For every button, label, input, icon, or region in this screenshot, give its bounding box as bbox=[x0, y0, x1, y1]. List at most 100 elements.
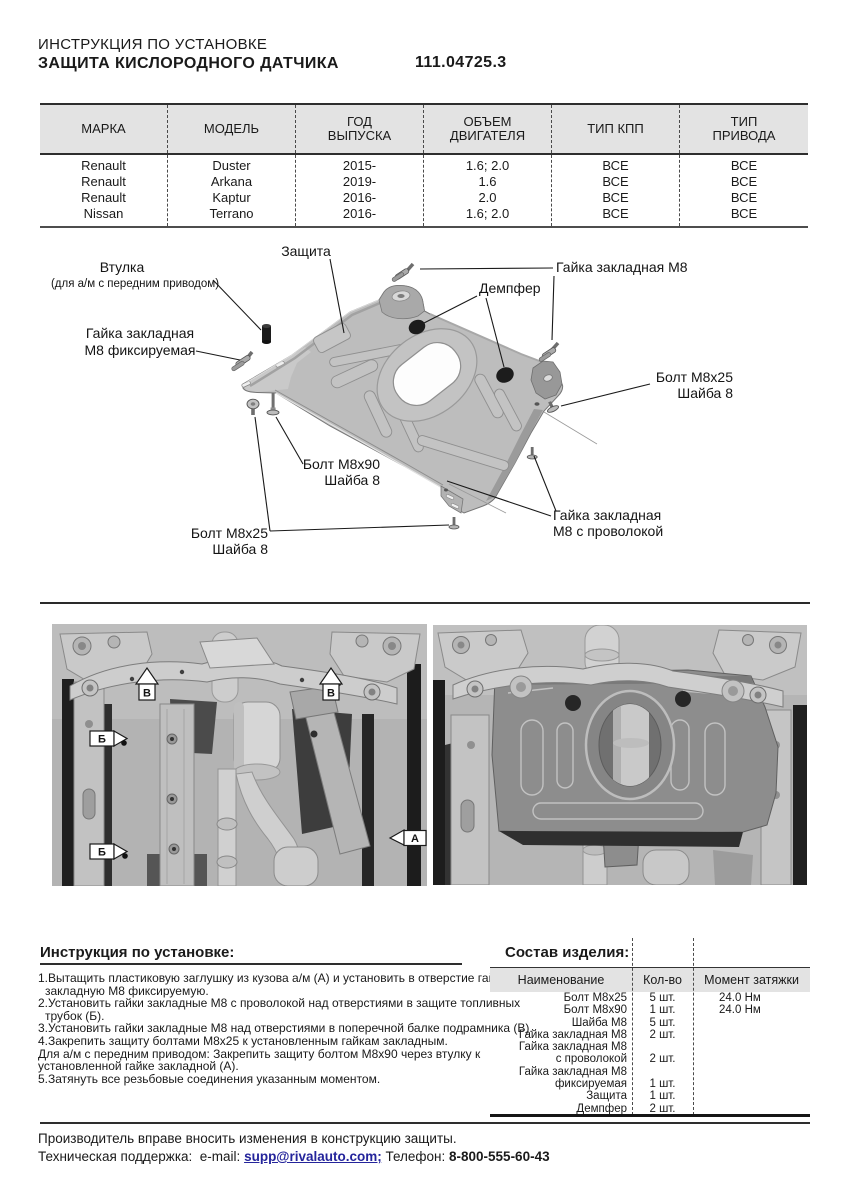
cell-year: 2019- bbox=[342, 174, 377, 189]
cell-drive: ВСЕ bbox=[730, 158, 758, 173]
marker-v1: В bbox=[143, 688, 151, 700]
parts-row: Шайба М8 5 шт. bbox=[571, 1016, 676, 1029]
cell-brand: Renault bbox=[81, 190, 126, 205]
cell-brand: Renault bbox=[81, 174, 126, 189]
marker-arrows bbox=[89, 666, 427, 861]
label-bolt-m8x25-r-2: Шайба 8 bbox=[677, 385, 733, 401]
instruction-line: установленной гайке закладной (А). bbox=[38, 1059, 239, 1074]
label-vtulka: Втулка bbox=[100, 259, 145, 275]
instruction-line: 1.Вытащить пластиковую заглушку из кузов… bbox=[38, 971, 507, 985]
cell-kpp: ВСЕ bbox=[602, 158, 629, 173]
bolt-m8x25-right bbox=[547, 401, 559, 413]
cell-model: Kaptur bbox=[212, 190, 251, 205]
cell-kpp: ВСЕ bbox=[602, 206, 629, 221]
cell-drive: ВСЕ bbox=[730, 190, 758, 205]
parts-row: Гайка закладная М8 2 шт. bbox=[518, 1028, 676, 1041]
parts-table: Болт М8х25 5 шт. 24.0 Нм Болт М8х90 1 шт… bbox=[490, 992, 810, 1115]
support-email-link[interactable]: supp@rivalauto.com; bbox=[244, 1149, 382, 1164]
label-bolt-m8x90-2: Шайба 8 bbox=[324, 472, 380, 488]
parts-title: Состав изделия: bbox=[505, 944, 630, 961]
parts-divider-1 bbox=[632, 938, 633, 1115]
support-phone: 8-800-555-60-43 bbox=[449, 1149, 550, 1164]
cell-brand: Renault bbox=[81, 158, 126, 173]
cell-model: Arkana bbox=[210, 174, 253, 189]
exploded-diagram: Защита Втулка (для а/м с передним привод… bbox=[51, 243, 733, 557]
fixed-rivet-nut bbox=[231, 350, 254, 372]
bolt-small-bottom bbox=[526, 447, 538, 460]
label-gaika-m8: Гайка закладная М8 bbox=[556, 259, 688, 275]
cell-engine: 1.6 bbox=[478, 174, 497, 189]
part-number: 111.04725.3 bbox=[415, 54, 507, 71]
parts-row: Болт М8х25 5 шт. 24.0 Нм bbox=[563, 992, 761, 1004]
cell-model: Duster bbox=[212, 158, 251, 173]
damper-1 bbox=[408, 319, 426, 335]
photo-underbody-after bbox=[433, 625, 807, 885]
cell-engine: 1.6; 2.0 bbox=[465, 158, 510, 173]
label-bolt-m8x90-1: Болт М8х90 bbox=[303, 456, 380, 472]
parts-divider-2 bbox=[693, 938, 694, 1115]
section-divider bbox=[40, 602, 810, 604]
cell-engine: 2.0 bbox=[478, 190, 497, 205]
footer-disclaimer: Производитель вправе вносить изменения в… bbox=[38, 1131, 457, 1146]
cell-engine: 1.6; 2.0 bbox=[465, 206, 510, 221]
label-bolt-m8x25-b-1: Болт М8х25 bbox=[191, 525, 268, 541]
parts-row: Болт М8х90 1 шт. 24.0 Нм bbox=[563, 1004, 761, 1017]
bolt-bottom-center bbox=[448, 517, 460, 530]
cell-drive: ВСЕ bbox=[730, 174, 758, 189]
fitment-table-body: Renault Renault Renault Nissan Duster Ar… bbox=[40, 155, 808, 226]
label-gaika-wire-1: Гайка закладная bbox=[553, 507, 661, 523]
parts-row: Демпфер 2 шт. bbox=[576, 1102, 676, 1115]
instruction-line: трубок (Б). bbox=[45, 1008, 105, 1023]
cell-brand: Nissan bbox=[83, 206, 124, 221]
label-bolt-m8x25-r-1: Болт М8х25 bbox=[656, 369, 733, 385]
instruction-line: 2.Установить гайки закладные М8 с провол… bbox=[38, 996, 521, 1011]
fitment-table-header: МАРКА МОДЕЛЬ ГОД ВЫПУСКА ОБЪЕМ ДВИГАТЕЛЯ… bbox=[40, 105, 808, 155]
cell-kpp: ВСЕ bbox=[602, 174, 629, 189]
cell-year: 2015- bbox=[342, 158, 377, 173]
label-gaika-wire-2: М8 с проволокой bbox=[553, 523, 663, 539]
instructions-title: Инструкция по установке: bbox=[40, 944, 235, 961]
parts-col-torque: Момент затяжки bbox=[704, 973, 799, 987]
rivet-nut-right bbox=[538, 341, 560, 362]
marker-v2: В bbox=[327, 688, 335, 700]
instruction-line: закладную М8 фиксируемую. bbox=[45, 983, 209, 998]
label-zashchita: Защита bbox=[281, 243, 331, 259]
instructions-rule bbox=[40, 963, 462, 965]
label-gaika-fix-1: Гайка закладная bbox=[86, 325, 194, 341]
label-bolt-m8x25-b-2: Шайба 8 bbox=[212, 541, 268, 557]
cell-kpp: ВСЕ bbox=[602, 190, 629, 205]
rivet-nut-top bbox=[391, 262, 415, 282]
label-vtulka-note: (для а/м с передним приводом) bbox=[51, 278, 219, 290]
leader-lines bbox=[195, 258, 651, 532]
marker-a: А bbox=[411, 833, 419, 845]
parts-col-name: Наименование bbox=[517, 973, 605, 987]
marker-b1: Б bbox=[98, 734, 106, 746]
instruction-line: Для а/м с передним приводом: Закрепить з… bbox=[38, 1046, 481, 1061]
label-gaika-fix-2: М8 фиксируемая bbox=[84, 342, 195, 358]
cell-year: 2016- bbox=[342, 190, 377, 205]
col-header-model: МОДЕЛЬ bbox=[168, 105, 296, 153]
doc-title-line2: ЗАЩИТА КИСЛОРОДНОГО ДАТЧИКА bbox=[38, 55, 339, 72]
parts-table-header: Наименование Кол-во Момент затяжки bbox=[490, 967, 810, 992]
col-header-engine: ОБЪЕМ ДВИГАТЕЛЯ bbox=[424, 105, 552, 153]
bolt-m8x25-left bbox=[246, 398, 260, 415]
photo-underbody-before: В В Б Б А bbox=[52, 624, 427, 886]
fitment-table: МАРКА МОДЕЛЬ ГОД ВЫПУСКА ОБЪЕМ ДВИГАТЕЛЯ… bbox=[40, 103, 808, 228]
marker-b2: Б bbox=[98, 847, 106, 859]
instruction-line: 5.Затянуть все резьбовые соединения указ… bbox=[38, 1071, 381, 1086]
parts-col-qty: Кол-во bbox=[643, 973, 682, 987]
col-header-kpp: ТИП КПП bbox=[552, 105, 680, 153]
plate-oval-hole bbox=[392, 341, 462, 407]
col-header-drive: ТИП ПРИВОДА bbox=[712, 113, 776, 143]
cell-drive: ВСЕ bbox=[730, 206, 758, 221]
damper-2 bbox=[496, 367, 514, 383]
wire-lines bbox=[448, 411, 598, 514]
col-header-year: ГОД ВЫПУСКА bbox=[296, 105, 424, 153]
col-header-marka: МАРКА bbox=[40, 105, 168, 153]
plate-tower bbox=[378, 285, 425, 320]
footer-support: Техническая поддержка: e-mail: supp@riva… bbox=[38, 1149, 550, 1164]
cell-year: 2016- bbox=[342, 206, 377, 221]
